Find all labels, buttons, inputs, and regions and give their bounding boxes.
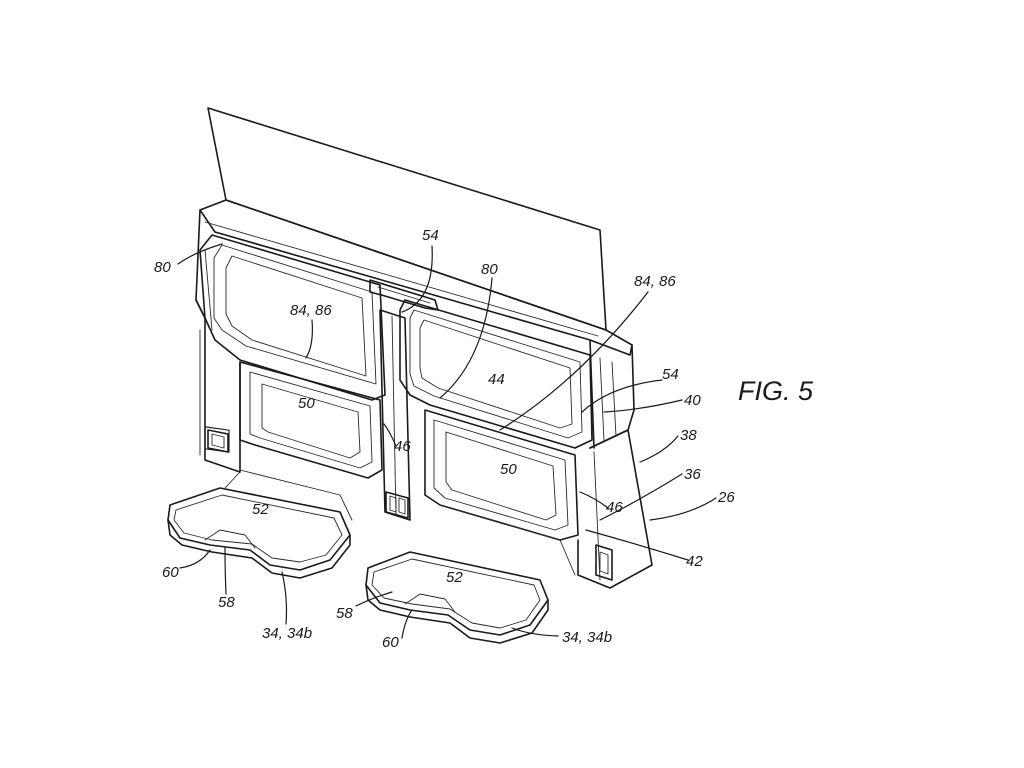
left-backrest-upper (199, 234, 386, 401)
figure-label: FIG. 5 (738, 376, 814, 406)
label-52-left: 52 (252, 501, 269, 518)
label-42: 42 (686, 553, 703, 570)
label-58-left: 58 (218, 594, 235, 611)
label-50-left: 50 (298, 395, 315, 412)
label-58-right: 58 (336, 605, 353, 622)
left-lower-frame (195, 299, 241, 473)
seat-back-frame (195, 199, 635, 449)
label-34-34b-right: 34, 34b (562, 629, 612, 646)
label-52-right: 52 (446, 569, 463, 586)
label-40: 40 (684, 392, 701, 409)
rear-panel (207, 107, 607, 331)
label-84-86-left: 84, 86 (290, 302, 332, 319)
label-26: 26 (717, 489, 735, 506)
label-36: 36 (684, 466, 701, 483)
label-38: 38 (680, 427, 697, 444)
label-84-86-right: 84, 86 (634, 273, 676, 290)
label-44: 44 (488, 371, 505, 388)
label-80-left: 80 (154, 259, 171, 276)
label-54-top: 54 (422, 227, 439, 244)
left-seat-cushion (167, 469, 353, 579)
label-80-center: 80 (481, 261, 498, 278)
label-46-center: 46 (394, 438, 411, 455)
right-end-side (577, 429, 653, 589)
center-divider (379, 309, 411, 521)
label-46-right: 46 (606, 499, 623, 516)
label-50-right: 50 (500, 461, 517, 478)
reference-numerals: 80 54 80 84, 86 84, 86 44 54 40 50 46 38… (154, 227, 735, 651)
right-seat-cushion (365, 504, 576, 644)
center-headrest-slot (369, 279, 439, 311)
right-backrest-upper (399, 299, 593, 449)
left-seat-pocket (239, 361, 383, 479)
label-54-right: 54 (662, 366, 679, 383)
leader-lines (177, 243, 717, 639)
label-60-left: 60 (162, 564, 179, 581)
label-34-34b-left: 34, 34b (262, 625, 312, 642)
label-60-right: 60 (382, 634, 399, 651)
